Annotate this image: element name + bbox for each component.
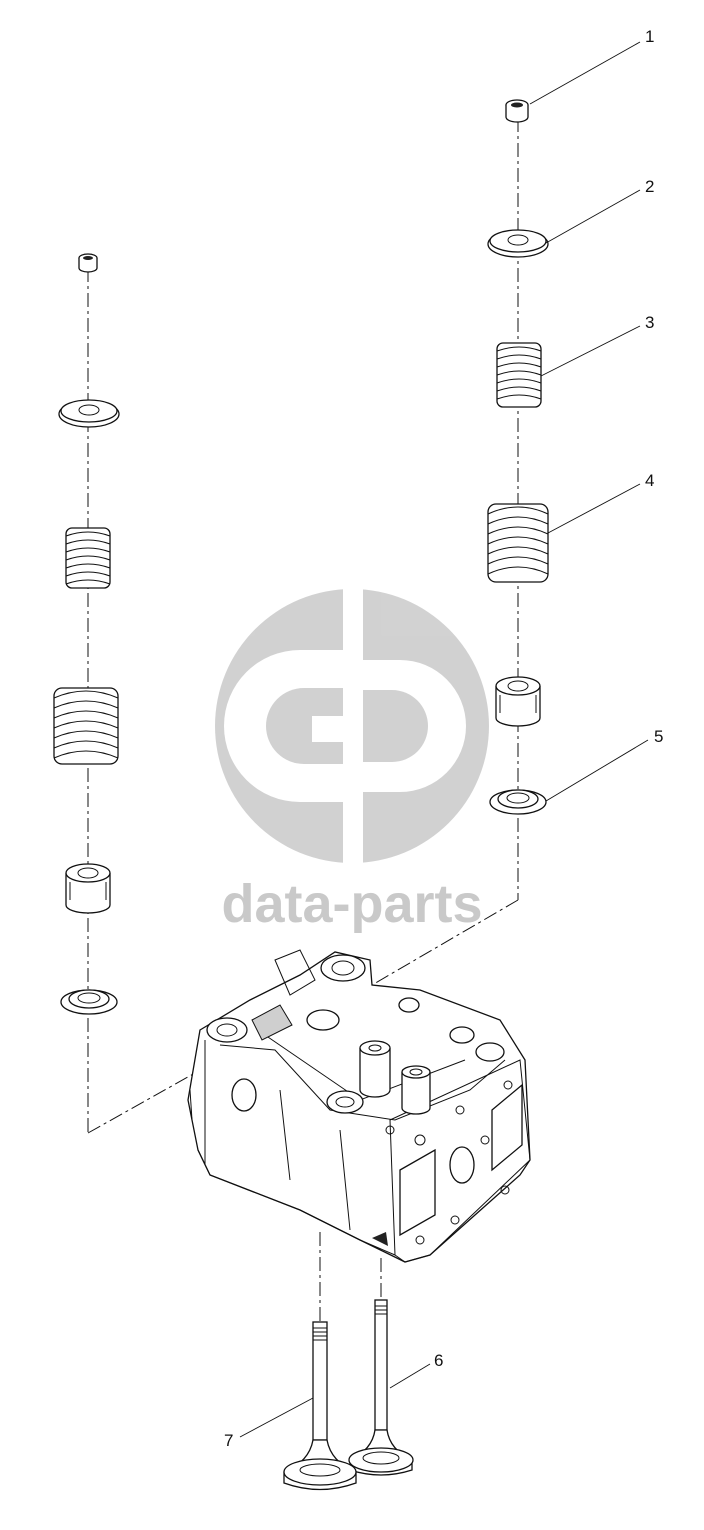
left-spring-retainer xyxy=(58,399,120,428)
left-outer-spring xyxy=(53,687,119,765)
callout-labels: 1 2 3 4 5 6 7 xyxy=(224,27,663,1450)
leader-1 xyxy=(529,41,641,105)
callout-1: 1 xyxy=(645,27,654,46)
watermark: data-parts xyxy=(215,586,489,934)
left-inner-spring xyxy=(65,527,111,589)
callout-4: 4 xyxy=(645,471,654,490)
leader-7 xyxy=(239,1397,314,1438)
callout-7: 7 xyxy=(224,1431,233,1450)
leader-5 xyxy=(545,739,649,802)
right-spring-seat xyxy=(489,789,547,815)
watermark-logo xyxy=(215,586,489,868)
right-inner-spring xyxy=(496,342,542,408)
leader-2 xyxy=(545,189,641,244)
right-outer-spring xyxy=(487,503,549,583)
leader-lines xyxy=(239,41,649,1438)
watermark-text: data-parts xyxy=(221,874,482,934)
valve-6 xyxy=(348,1299,414,1476)
callout-2: 2 xyxy=(645,177,654,196)
callout-3: 3 xyxy=(645,313,654,332)
cylinder-head xyxy=(187,949,531,1263)
left-valve-stem-seal xyxy=(65,863,111,914)
assembly-line-left xyxy=(87,1049,237,1134)
callout-6: 6 xyxy=(434,1351,443,1370)
right-valve-stack xyxy=(487,99,549,900)
right-valve-stem-seal xyxy=(495,676,541,727)
left-valve-cap xyxy=(78,253,98,273)
leader-6 xyxy=(389,1363,431,1389)
assembly-line-right xyxy=(359,899,519,993)
valve-7 xyxy=(283,1321,357,1491)
right-valve-cap xyxy=(505,99,529,123)
leader-4 xyxy=(547,483,641,534)
right-spring-retainer xyxy=(487,229,549,258)
callout-5: 5 xyxy=(654,727,663,746)
leader-3 xyxy=(540,325,641,377)
left-valve-stack xyxy=(53,253,120,1133)
left-spring-seat xyxy=(60,989,118,1015)
